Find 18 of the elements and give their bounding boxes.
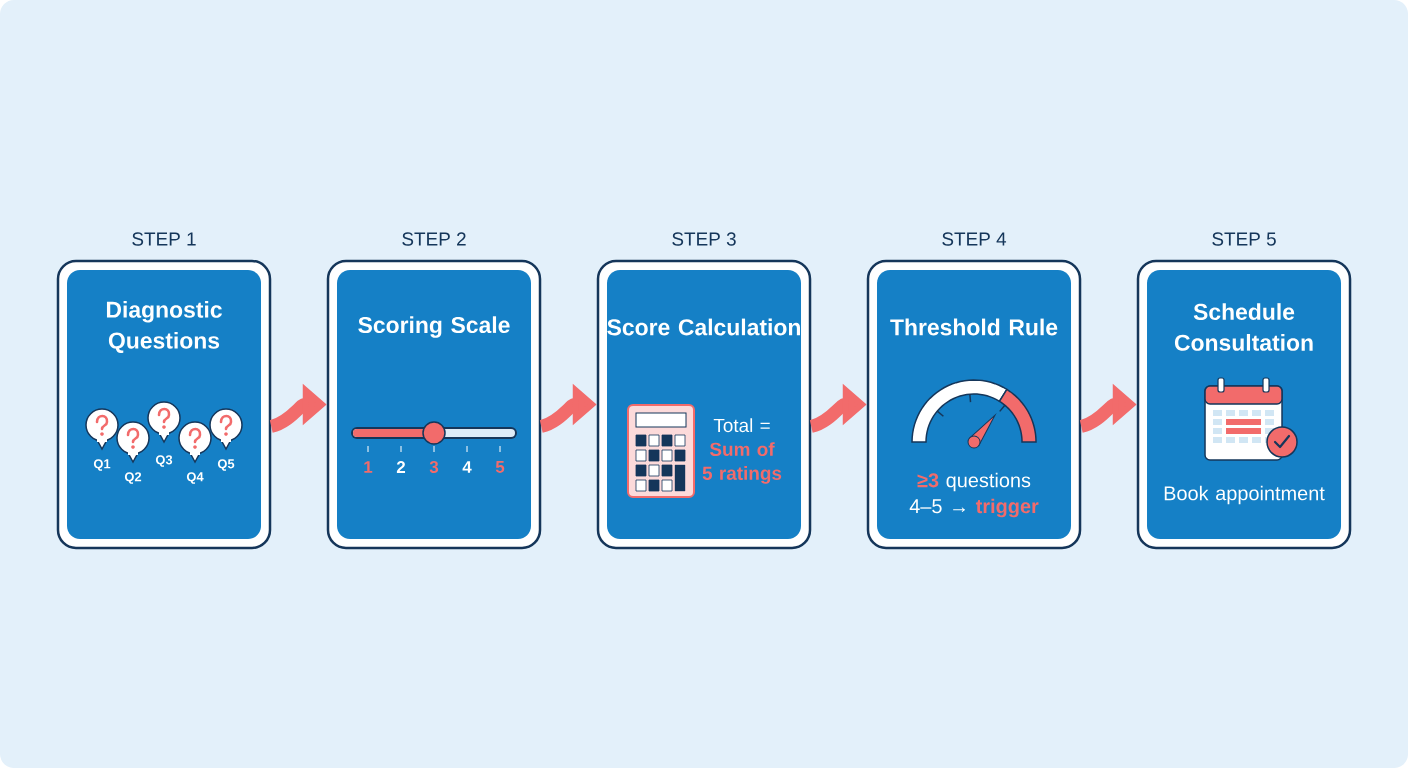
step-label: STEP 4	[942, 232, 1007, 246]
question-label: Q5	[217, 459, 235, 471]
scale-number: 2	[396, 461, 406, 473]
body-text: ≥3 questions 4–5 → trigger	[909, 472, 1039, 518]
body-text: Book appointment	[1164, 485, 1325, 505]
scale-number: 1	[364, 461, 373, 473]
question-label: Q4	[186, 472, 204, 484]
step-label: STEP 5	[1212, 232, 1276, 246]
question-label: Q3	[155, 455, 173, 467]
body-text: Total = Sum of 5 ratings	[702, 418, 782, 484]
step-label: STEP 1	[132, 232, 196, 246]
question-label: Q1	[93, 459, 111, 471]
step-label: STEP 2	[402, 232, 466, 246]
scale-number: 4	[462, 461, 472, 473]
question-label: Q2	[124, 472, 142, 484]
scale-number: 5	[495, 461, 505, 473]
step-label: STEP 3	[672, 232, 736, 246]
scale-number: 3	[429, 461, 439, 473]
